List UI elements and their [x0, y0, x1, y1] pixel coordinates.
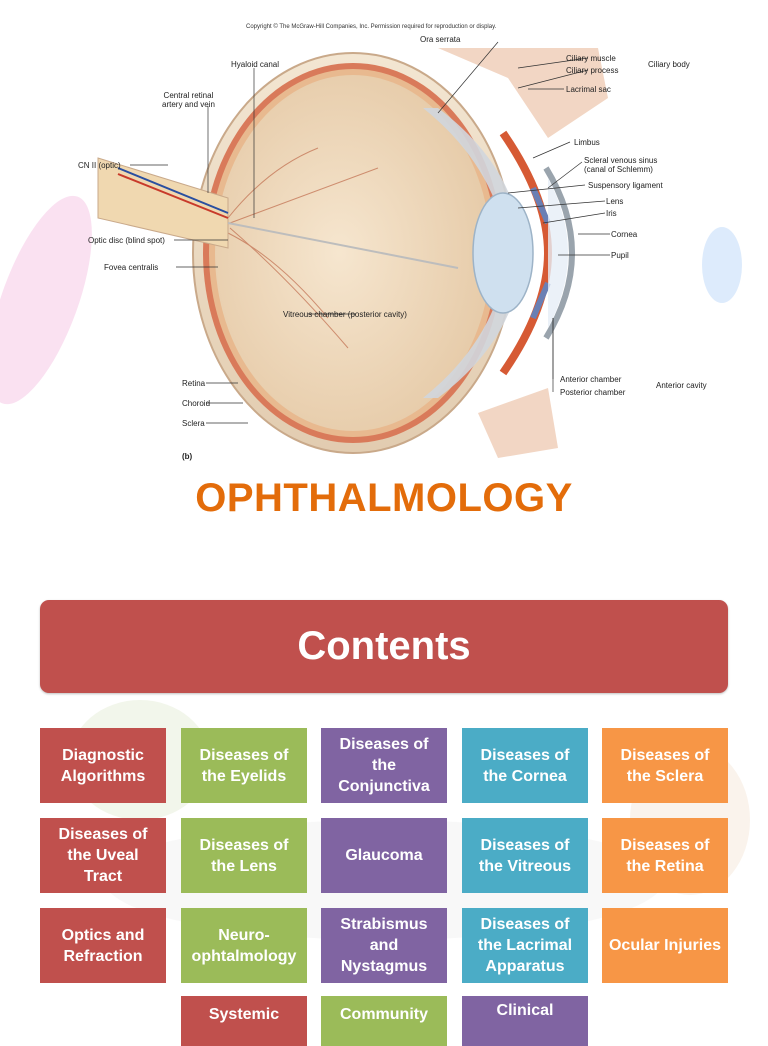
tile-diseases-of-the-eyelids[interactable]: Diseases of the Eyelids [181, 728, 307, 803]
label-hyaloid-canal: Hyaloid canal [231, 60, 280, 69]
tile-systemic[interactable]: Systemic [181, 996, 307, 1046]
tile-neuro-ophtalmology[interactable]: Neuro- ophtalmology [181, 908, 307, 983]
label-cornea: Cornea [611, 230, 638, 239]
contents-heading: Contents [297, 624, 471, 668]
tile-diagnostic-algorithms[interactable]: Diagnostic Algorithms [40, 728, 166, 803]
tile-optics-and-refraction[interactable]: Optics and Refraction [40, 908, 166, 983]
label-panel-b: (b) [182, 452, 193, 461]
tile-diseases-of-the-lacrimal-apparatus[interactable]: Diseases of the Lacrimal Apparatus [462, 908, 588, 983]
label-suspensory-ligament: Suspensory ligament [588, 181, 663, 190]
label-ciliary-body: Ciliary body [648, 60, 690, 69]
tile-diseases-of-the-retina[interactable]: Diseases of the Retina [602, 818, 728, 893]
eye-cross-section-illustration [97, 41, 610, 458]
contents-banner: Contents [40, 600, 728, 693]
label-fovea-centralis: Fovea centralis [104, 263, 159, 272]
label-choroid: Choroid [182, 399, 211, 408]
label-ciliary-process: Ciliary process [566, 66, 619, 75]
tile-clinical[interactable]: Clinical [462, 996, 588, 1046]
label-limbus: Limbus [574, 138, 600, 147]
label-posterior-chamber: Posterior chamber [560, 388, 626, 397]
tile-diseases-of-the-vitreous[interactable]: Diseases of the Vitreous [462, 818, 588, 893]
tile-strabismus-and-nystagmus[interactable]: Strabismus and Nystagmus [321, 908, 447, 983]
tile-diseases-of-the-cornea[interactable]: Diseases of the Cornea [462, 728, 588, 803]
diagram-copyright: Copyright © The McGraw-Hill Companies, I… [246, 24, 497, 30]
label-iris: Iris [606, 209, 617, 218]
label-retina: Retina [182, 379, 206, 388]
label-anterior-chamber: Anterior chamber [560, 375, 622, 384]
label-vitreous-chamber: Vitreous chamber (posterior cavity) [283, 310, 407, 319]
label-lens: Lens [606, 197, 624, 206]
tile-diseases-of-the-conjunctiva[interactable]: Diseases of the Conjunctiva [321, 728, 447, 803]
tile-ocular-injuries[interactable]: Ocular Injuries [602, 908, 728, 983]
tile-diseases-of-the-lens[interactable]: Diseases of the Lens [181, 818, 307, 893]
tile-diseases-of-the-uveal-tract[interactable]: Diseases of the Uveal Tract [40, 818, 166, 893]
label-cn-ii: CN II (optic) [78, 161, 121, 170]
page-title: OPHTHALMOLOGY [195, 476, 573, 520]
tile-diseases-of-the-sclera[interactable]: Diseases of the Sclera [602, 728, 728, 803]
label-ciliary-muscle: Ciliary muscle [566, 54, 616, 63]
label-central-retinal-artery: Central retinal artery and vein [162, 91, 215, 109]
tile-community[interactable]: Community [321, 996, 447, 1046]
label-ora-serrata: Ora serrata [420, 35, 461, 44]
label-anterior-cavity: Anterior cavity [656, 381, 707, 390]
label-optic-disc: Optic disc (blind spot) [88, 236, 165, 245]
label-pupil: Pupil [611, 251, 629, 260]
label-lacrimal-sac: Lacrimal sac [566, 85, 611, 94]
label-scleral-venous-sinus: Scleral venous sinus (canal of Schlemm) [584, 156, 658, 174]
eye-anatomy-diagram: Copyright © The McGraw-Hill Companies, I… [78, 18, 728, 463]
label-sclera: Sclera [182, 419, 205, 428]
tile-glaucoma[interactable]: Glaucoma [321, 818, 447, 893]
